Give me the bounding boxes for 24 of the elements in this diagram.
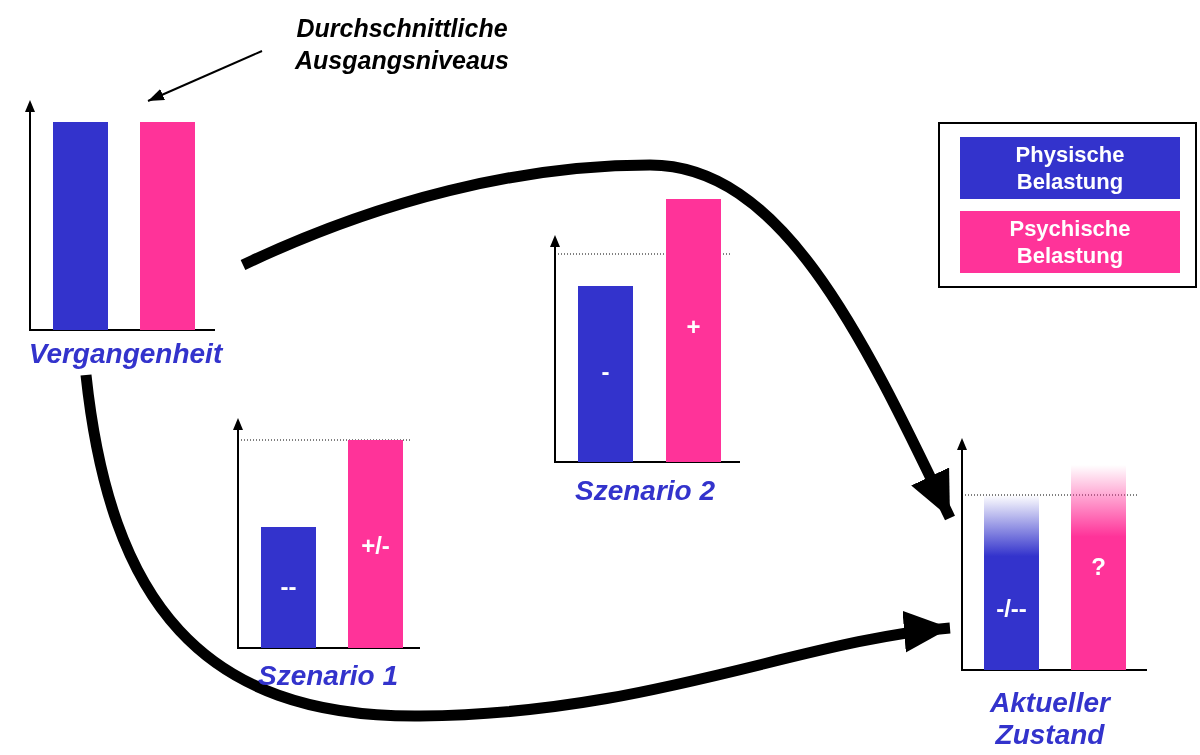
bar xyxy=(140,122,195,330)
bar xyxy=(1071,465,1126,670)
bar-label: -- xyxy=(279,573,298,601)
bar-label: + xyxy=(685,313,702,341)
bar-label: - xyxy=(600,358,611,386)
chart-caption: Szenario 1 xyxy=(256,660,400,692)
chart-caption: Aktueller Zustand xyxy=(988,687,1112,751)
annotation-text: Durchschnittliche Ausgangsniveaus xyxy=(262,12,542,82)
legend-label: Physische Belastung xyxy=(1014,141,1126,195)
leader-arrow xyxy=(147,50,263,102)
bar xyxy=(578,286,633,462)
bar xyxy=(53,122,108,330)
bar xyxy=(984,495,1039,670)
bar xyxy=(666,199,721,462)
bar-label: +/- xyxy=(360,532,391,560)
legend-label: Psychische Belastung xyxy=(1008,215,1132,269)
bar-label: ? xyxy=(1090,553,1107,581)
bar xyxy=(348,440,403,648)
bar-label: -/-- xyxy=(995,595,1028,623)
chart-caption: Szenario 2 xyxy=(573,475,717,507)
chart-caption: Vergangenheit xyxy=(27,338,225,370)
curved-arrow xyxy=(80,374,951,722)
curved-arrow xyxy=(240,159,955,521)
bar xyxy=(261,527,316,648)
